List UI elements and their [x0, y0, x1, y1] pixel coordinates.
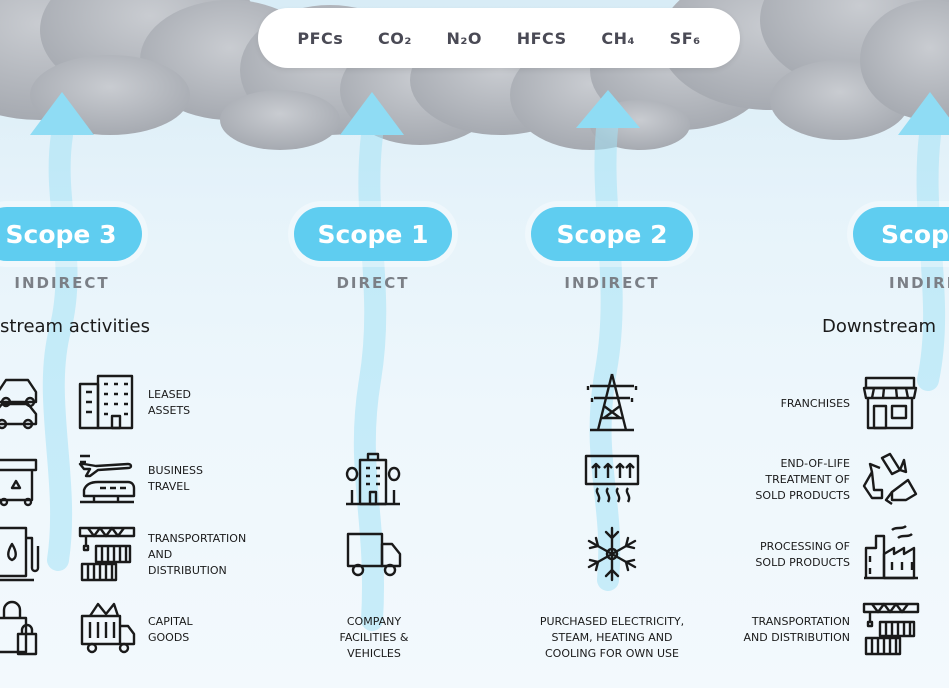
- fuel-pump-icon: [0, 524, 46, 584]
- gas-pfcs: PFCs: [297, 28, 344, 48]
- delivery-truck-icon: [78, 600, 138, 656]
- snowflake-icon: [584, 526, 640, 582]
- gas-n2o: N₂O: [446, 28, 483, 48]
- arrowhead-scope2: [576, 90, 640, 128]
- gas-hfcs: HFCS: [516, 28, 567, 48]
- heating-icon: [584, 452, 640, 506]
- shopping-bag-icon: [0, 598, 46, 658]
- truck-icon: [344, 528, 406, 578]
- scope3-right-pill: Scop: [853, 207, 949, 261]
- transportation-distribution-label: TRANSPORTATION AND DISTRIBUTION: [148, 532, 247, 577]
- business-travel-label: BUSINESS TRAVEL: [148, 464, 203, 493]
- capital-goods-label: CAPITAL GOODS: [148, 615, 193, 644]
- scope3-left-type: INDIRECT: [14, 274, 110, 292]
- processing-label: PROCESSING OF SOLD PRODUCTS: [755, 540, 850, 569]
- plane-train-icon: [78, 450, 136, 508]
- scope1-label: COMPANY FACILITIES & VEHICLES: [339, 615, 409, 660]
- scope3-right-type: INDIRE: [889, 274, 949, 292]
- container-crane-icon: [78, 524, 136, 582]
- scope2-type: INDIRECT: [564, 274, 660, 292]
- scope1-pill: Scope 1: [294, 207, 452, 261]
- factory-icon: [862, 524, 920, 582]
- arrow-scope3-left: [42, 124, 78, 571]
- arrow-scope2: [589, 109, 623, 591]
- franchises-label: FRANCHISES: [780, 397, 850, 410]
- scope2-pill: Scope 2: [531, 207, 693, 261]
- transportation-distribution-downstream-label: TRANSPORTATION AND DISTRIBUTION: [743, 615, 850, 644]
- gas-co2: CO₂: [377, 28, 412, 48]
- scope3-left-pill: Scope 3: [0, 207, 142, 261]
- power-pylon-icon: [584, 372, 640, 432]
- arrowhead-scope3-right: [898, 92, 949, 135]
- gas-ch4: CH₄: [601, 28, 635, 48]
- end-of-life-label: END-OF-LIFE TREATMENT OF SOLD PRODUCTS: [755, 457, 850, 502]
- office-building-icon: [78, 374, 136, 432]
- greenhouse-gases-bar: PFCs CO₂ N₂O HFCS CH₄ SF₆: [258, 8, 740, 68]
- waste-bin-icon: [0, 452, 46, 508]
- scope2-label: PURCHASED ELECTRICITY, STEAM, HEATING AN…: [539, 615, 685, 660]
- downstream-heading: Downstream: [822, 316, 937, 337]
- scope1-type: DIRECT: [336, 274, 410, 292]
- storefront-icon: [862, 374, 918, 432]
- gas-sf6: SF₆: [669, 28, 701, 48]
- leased-assets-label: LEASED ASSETS: [148, 388, 192, 417]
- company-building-icon: [344, 450, 402, 508]
- recycle-icon: [862, 450, 918, 506]
- container-crane-downstream-icon: [862, 600, 920, 658]
- arrowhead-scope3-left: [30, 92, 94, 135]
- upstream-heading: stream activities: [0, 316, 150, 337]
- cars-icon: [0, 372, 48, 432]
- arrowhead-scope1: [340, 92, 404, 135]
